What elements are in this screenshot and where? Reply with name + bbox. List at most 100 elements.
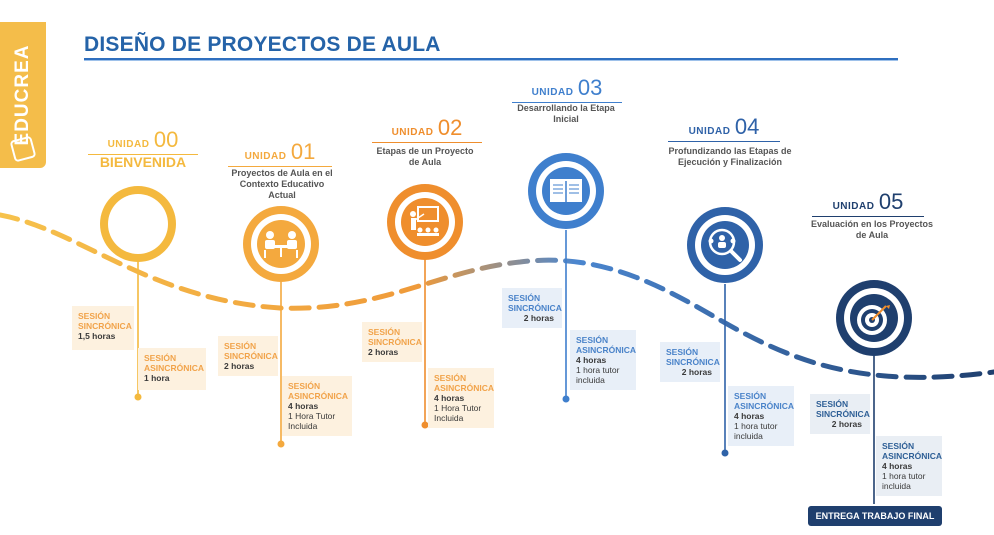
session-text: SESIÓN bbox=[78, 311, 111, 321]
session-text: SESIÓN bbox=[576, 335, 609, 345]
session-text: SESIÓN bbox=[434, 373, 467, 383]
session-text: 4 horas bbox=[734, 411, 765, 421]
unit-header-02: UNIDAD 02 bbox=[372, 115, 482, 143]
unit-number: 04 bbox=[734, 114, 760, 139]
session-text: SESIÓN bbox=[288, 381, 321, 391]
session-text: 2 horas bbox=[831, 419, 862, 429]
session-text: SESIÓN bbox=[368, 327, 401, 337]
unit-number: 05 bbox=[878, 189, 904, 214]
session-text: Incluida bbox=[288, 421, 318, 431]
final-delivery-badge: ENTREGA TRABAJO FINAL bbox=[808, 506, 942, 526]
session-text: incluida bbox=[734, 431, 763, 441]
session-text: SINCRÓNICA bbox=[666, 357, 720, 367]
session-text: SINCRÓNICA bbox=[368, 337, 422, 347]
title-underline bbox=[84, 58, 898, 60]
unit-label: UNIDAD bbox=[391, 127, 434, 138]
page-title: DISEÑO DE PROYECTOS DE AULA bbox=[84, 33, 441, 56]
unit-header-05: UNIDAD 05 bbox=[812, 189, 924, 217]
unit-underline bbox=[228, 166, 332, 167]
session-text: 1 hora tutor bbox=[734, 421, 778, 431]
session-text: SESIÓN bbox=[224, 341, 257, 351]
unit-underline bbox=[88, 154, 198, 155]
unit-number: 02 bbox=[437, 115, 463, 140]
session-text: 1,5 horas bbox=[78, 331, 116, 341]
pin-unit-00 bbox=[100, 186, 176, 401]
unit-label: UNIDAD bbox=[531, 87, 574, 98]
session-text: 4 horas bbox=[576, 355, 607, 365]
session-text: 1 Hora Tutor bbox=[434, 403, 482, 413]
pin-unit-04 bbox=[687, 207, 763, 457]
session-text: 1 hora tutor bbox=[882, 471, 926, 481]
session-text: SESIÓN bbox=[144, 353, 177, 363]
unit-title-04: Profundizando las Etapas de Ejecución y … bbox=[668, 146, 792, 167]
session-text: 4 horas bbox=[882, 461, 913, 471]
pin-unit-02 bbox=[387, 184, 463, 429]
unit-number: 00 bbox=[153, 127, 179, 152]
unit-title-05: Evaluación en los Proyectos de Aula bbox=[810, 219, 934, 240]
unit-header-03: UNIDAD 03 bbox=[512, 77, 622, 103]
search-people-icon bbox=[708, 228, 742, 262]
pin-unit-01 bbox=[243, 206, 319, 448]
session-text: incluida bbox=[576, 375, 605, 385]
session-text: SESIÓN bbox=[816, 399, 849, 409]
session-text: ASINCRÓNICA bbox=[882, 451, 942, 461]
unit-header-04: UNIDAD 04 bbox=[668, 114, 780, 142]
target-icon bbox=[857, 305, 890, 335]
session-text: SESIÓN bbox=[882, 441, 915, 451]
session-text: ASINCRÓNICA bbox=[144, 363, 204, 373]
unit-title-02: Etapas de un Proyecto de Aula bbox=[376, 146, 474, 167]
pin-unit-05 bbox=[836, 280, 912, 504]
unit-header-01: UNIDAD 01 bbox=[228, 139, 332, 167]
session-text: SINCRÓNICA bbox=[816, 409, 870, 419]
session-text: 2 horas bbox=[681, 367, 712, 377]
title-underline-accent bbox=[84, 60, 898, 61]
unit-label: UNIDAD bbox=[688, 126, 731, 137]
book-icon bbox=[550, 179, 582, 202]
brand-tab: EDUCREA bbox=[0, 22, 46, 168]
session-text: 2 horas bbox=[523, 313, 554, 323]
unit-label: UNIDAD bbox=[107, 139, 150, 150]
unit-title-00: BIENVENIDA bbox=[99, 154, 187, 170]
timeline-dashed-path bbox=[0, 212, 994, 380]
session-text: ASINCRÓNICA bbox=[734, 401, 794, 411]
session-text: ASINCRÓNICA bbox=[576, 345, 636, 355]
pin-unit-03 bbox=[528, 153, 604, 403]
unit-header-00: UNIDAD 00 bbox=[88, 127, 198, 155]
session-text: 1 hora tutor bbox=[576, 365, 620, 375]
session-text: SINCRÓNICA bbox=[78, 321, 132, 331]
session-text: 1 Hora Tutor bbox=[288, 411, 336, 421]
session-text: incluida bbox=[882, 481, 911, 491]
session-text: 2 horas bbox=[224, 361, 255, 371]
session-text: SINCRÓNICA bbox=[224, 351, 278, 361]
session-text: SESIÓN bbox=[666, 347, 699, 357]
unit-underline bbox=[812, 216, 924, 217]
meeting-icon bbox=[264, 231, 298, 258]
session-text: SESIÓN bbox=[734, 391, 767, 401]
unit-number: 01 bbox=[290, 139, 316, 164]
session-text: 4 horas bbox=[434, 393, 465, 403]
unit-label: UNIDAD bbox=[832, 201, 875, 212]
session-text: 2 horas bbox=[368, 347, 399, 357]
session-text: ASINCRÓNICA bbox=[288, 391, 348, 401]
presentation-icon bbox=[410, 206, 439, 236]
unit-title-03: Desarrollando la Etapa Inicial bbox=[517, 103, 615, 124]
session-text: Incluida bbox=[434, 413, 464, 423]
session-text: SINCRÓNICA bbox=[508, 303, 562, 313]
session-text: 1 hora bbox=[144, 373, 170, 383]
session-text: SESIÓN bbox=[508, 293, 541, 303]
unit-underline bbox=[668, 141, 780, 142]
session-text: 4 horas bbox=[288, 401, 319, 411]
session-text: ASINCRÓNICA bbox=[434, 383, 494, 393]
